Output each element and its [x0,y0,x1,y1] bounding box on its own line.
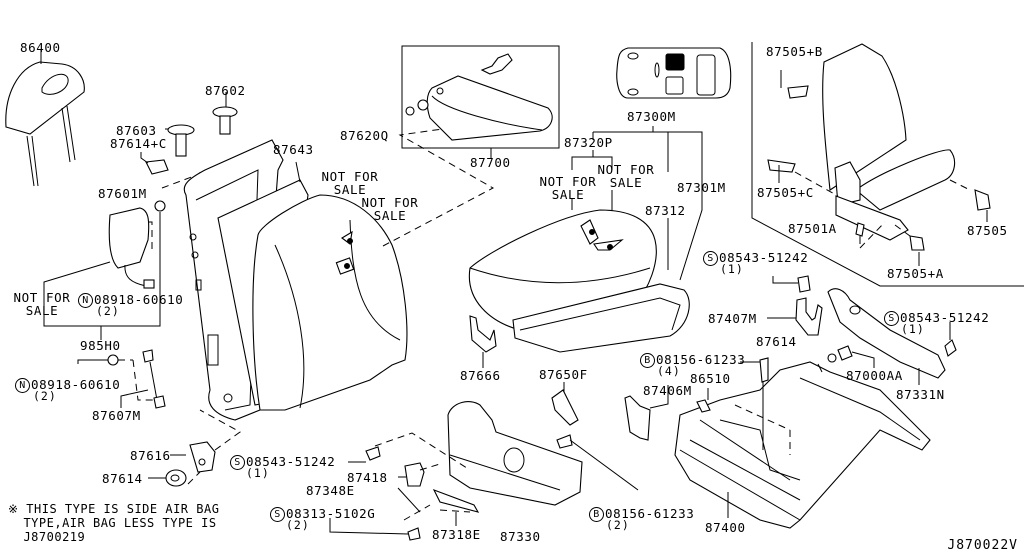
label-87300m: 87300M [627,109,676,124]
label-87614-upper: 87614 [756,334,797,349]
label-87700: 87700 [470,155,511,170]
label-87000aa: 87000AA [846,368,903,383]
label-87601m: 87601M [98,186,147,201]
label-87301m: 87301M [677,180,726,195]
qty-n2: (2) [33,389,57,403]
label-86400: 86400 [20,40,61,55]
qty-s3: (1) [901,322,925,336]
diagram-code: J870022V [947,538,1018,553]
label-87616: 87616 [130,448,171,463]
label-87614-c: 87614+C [110,136,167,151]
label-87318e: 87318E [432,527,481,542]
label-87505: 87505 [967,223,1008,238]
side-airbag [108,200,166,296]
s-circle-icon: S [230,455,245,470]
not-for-sale-back-1: NOT FOR SALE [321,169,379,197]
bracket-87616 [148,409,241,487]
car-location-icon [616,47,732,99]
left-leaders [43,261,166,409]
qty-n1: (2) [96,304,120,318]
label-87620q: 87620Q [340,128,389,143]
armrest [401,45,560,158]
qty-s1: (1) [246,466,270,480]
not-for-sale-back-2: NOT FOR SALE [361,195,419,223]
seatback-pad [217,117,521,411]
s-circle-icon: S [884,311,899,326]
label-87501a: 87501A [788,221,837,236]
label-87400: 87400 [705,520,746,535]
not-for-sale-cushion-1: NOT FOR SALE [539,174,597,202]
label-87331n: 87331N [896,387,945,402]
label-87406m: 87406M [643,383,692,398]
label-87614-lower: 87614 [102,471,143,486]
headrest [5,50,85,187]
label-87650f: 87650F [539,367,588,382]
not-for-sale-cushion-2: NOT FOR SALE [597,162,655,190]
side-shield [329,401,583,541]
s-circle-icon: S [703,251,718,266]
label-87666: 87666 [460,368,501,383]
seat-cushion [468,209,690,353]
label-87505-c: 87505+C [757,185,814,200]
asterisk-icon: ※ [8,502,19,516]
label-87330: 87330 [500,529,541,544]
label-87505-a: 87505+A [887,266,944,281]
label-87418: 87418 [347,470,388,485]
part-87666-bracket [469,315,497,353]
not-for-sale-airbag: NOT FOR SALE [13,290,71,318]
qty-b2: (2) [606,518,630,532]
s-circle-icon: S [270,507,285,522]
label-985h0: 985H0 [80,338,121,353]
b-circle-icon: B [589,507,604,522]
qty-s4: (2) [286,518,310,532]
qty-b1: (4) [657,364,681,378]
right-brackets [767,275,957,385]
seat-rails [674,357,931,529]
brackets-middle [551,382,669,491]
n-circle-icon: N [78,293,93,308]
label-87607m: 87607M [92,408,141,423]
label-87643: 87643 [273,142,314,157]
seat-side-view [751,42,1024,287]
label-87407m: 87407M [708,311,757,326]
n-circle-icon: N [15,378,30,393]
label-87602: 87602 [205,83,246,98]
label-87603: 87603 [116,123,157,138]
footnote: ※ THIS TYPE IS SIDE AIR BAG TYPE,AIR BAG… [8,502,220,544]
label-87320p: 87320P [564,135,613,150]
label-87312: 87312 [645,203,686,218]
label-87348e: 87348E [306,483,355,498]
qty-s2: (1) [720,262,744,276]
b-circle-icon: B [640,353,655,368]
label-86510: 86510 [690,371,731,386]
label-87505-b: 87505+B [766,44,823,59]
